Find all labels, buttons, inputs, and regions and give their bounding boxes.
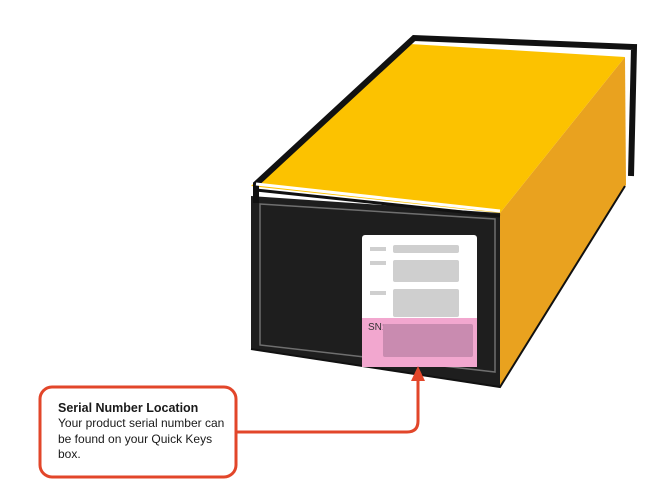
label-line-block-1: [393, 260, 459, 282]
callout-text: Serial Number Location Your product seri…: [58, 400, 234, 463]
label-line-block-2: [393, 289, 459, 317]
label-line-short-1: [370, 247, 386, 251]
serial-label: SN:: [362, 235, 477, 367]
callout-body: Your product serial number can be found …: [58, 416, 234, 463]
label-line-short-2: [370, 261, 386, 265]
label-line-short-3: [370, 291, 386, 295]
callout-arrow-line: [236, 378, 418, 432]
sn-field: [383, 324, 473, 357]
label-line-long-1: [393, 245, 459, 253]
callout-title: Serial Number Location: [58, 400, 234, 416]
sn-prefix: SN:: [368, 322, 385, 333]
